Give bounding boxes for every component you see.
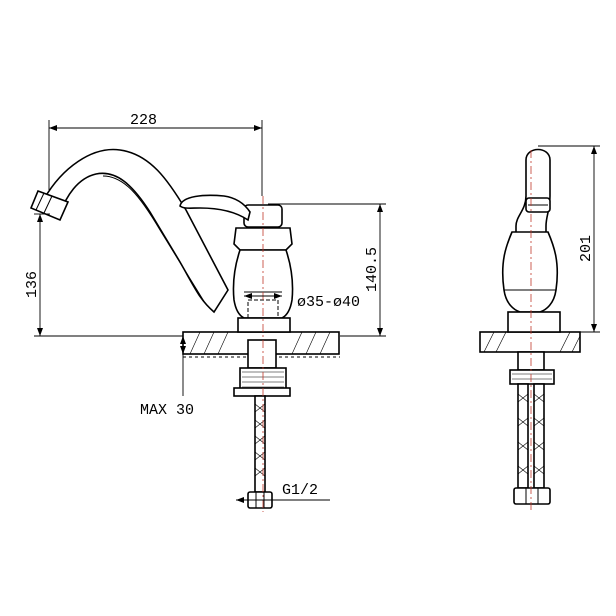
dim-label-g12: G1/2 (282, 482, 318, 499)
dim-label-max-30: MAX 30 (140, 402, 194, 419)
aerator (29, 189, 70, 222)
dim-label-201: 201 (578, 235, 595, 262)
mounting-nut (233, 339, 291, 397)
side-valve-body (501, 231, 561, 333)
spout (42, 148, 229, 314)
dimension-max-thickness: MAX 30 (140, 336, 194, 419)
dimension-140-5: 140.5 (268, 203, 386, 337)
side-countertop (479, 331, 581, 353)
dimension-hole-diameter: ø35-ø40 (244, 293, 360, 311)
handle-lever (179, 194, 251, 222)
dim-label-136: 136 (24, 271, 41, 298)
side-view: 201 (479, 145, 600, 510)
side-nut-hose (509, 351, 555, 505)
front-view: 228 136 140.5 ø35-ø40 MAX 30 (24, 112, 386, 512)
dimension-228: 228 (48, 112, 263, 196)
supply-hose (247, 395, 273, 509)
dim-label-140-5: 140.5 (364, 247, 381, 292)
dimension-201: 201 (538, 145, 600, 333)
dim-label-228: 228 (130, 112, 157, 129)
dimension-thread: G1/2 (236, 482, 330, 503)
dim-label-hole: ø35-ø40 (297, 294, 360, 311)
dimension-136: 136 (24, 213, 183, 337)
